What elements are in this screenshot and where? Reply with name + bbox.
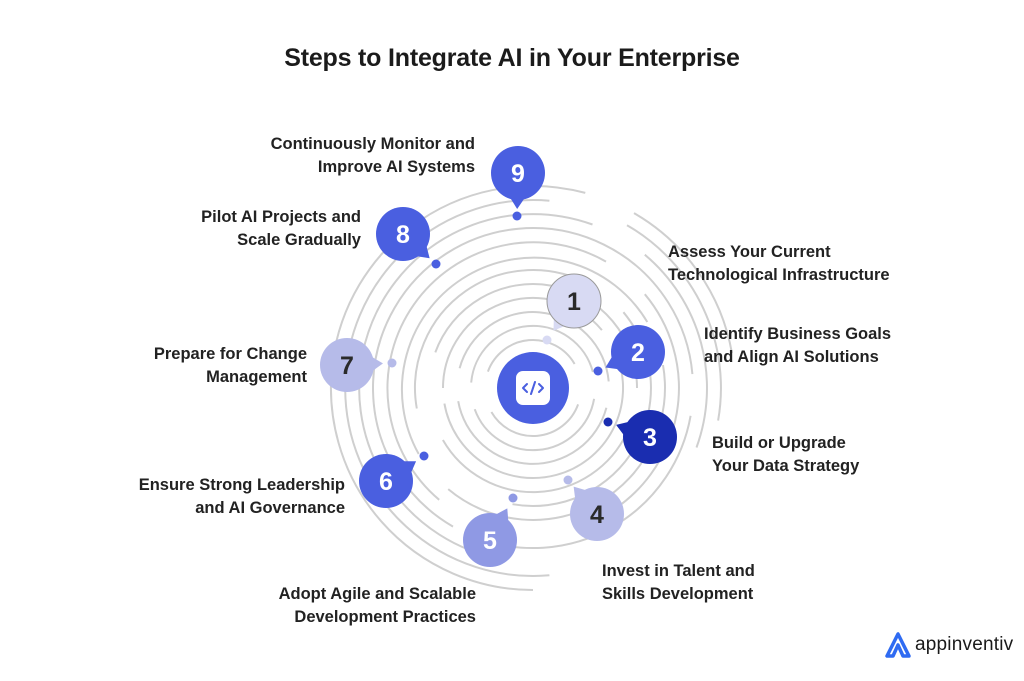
step-bubble bbox=[463, 513, 517, 567]
ring-arc bbox=[470, 324, 594, 383]
step-bubble bbox=[320, 338, 374, 392]
step-label-line: Improve AI Systems bbox=[317, 158, 475, 176]
step-number: 4 bbox=[590, 501, 604, 529]
ring-arc bbox=[633, 212, 733, 354]
ring-arc bbox=[372, 227, 694, 528]
step-marker-1: 1 bbox=[542, 273, 602, 345]
step-label-line: Identify Business Goals bbox=[704, 325, 892, 343]
step-label-line: and AI Governance bbox=[195, 499, 345, 517]
step-number: 9 bbox=[511, 160, 525, 188]
step-label-line: Technological Infrastructure bbox=[668, 266, 890, 284]
step-label-line: Invest in Talent and bbox=[602, 562, 755, 580]
step-label-line: Build or Upgrade bbox=[712, 434, 846, 452]
step-marker-3: 3 bbox=[603, 410, 677, 464]
step-dot bbox=[512, 211, 522, 221]
step-marker-6: 6 bbox=[359, 451, 429, 508]
step-marker-2: 2 bbox=[593, 325, 665, 379]
ring-arc bbox=[358, 213, 593, 561]
step-label-line: Ensure Strong Leadership bbox=[138, 476, 345, 494]
step-bubble bbox=[491, 146, 545, 200]
step-number: 2 bbox=[631, 339, 645, 367]
step-label-line: Management bbox=[206, 368, 307, 386]
step-dot bbox=[508, 493, 518, 503]
step-dot bbox=[603, 417, 613, 427]
ring-arc bbox=[644, 253, 708, 448]
step-marker-5: 5 bbox=[463, 493, 518, 567]
code-icon bbox=[522, 381, 544, 395]
step-marker-9: 9 bbox=[491, 146, 545, 221]
logo-text: appinventiv bbox=[915, 634, 1014, 655]
page-title: Steps to Integrate AI in Your Enterprise bbox=[284, 44, 740, 72]
step-label-line: and Align AI Solutions bbox=[704, 348, 879, 366]
ring-arc bbox=[473, 398, 596, 452]
step-dot bbox=[419, 451, 429, 461]
step-label-2: Identify Business Goals and Align AI Solu… bbox=[704, 323, 891, 369]
step-label-line: Adopt Agile and Scalable bbox=[278, 585, 476, 603]
step-number: 5 bbox=[483, 527, 497, 555]
step-dot bbox=[593, 366, 603, 376]
brand-logo: appinventiv bbox=[884, 632, 1013, 658]
step-bubble bbox=[359, 454, 413, 508]
step-dot bbox=[387, 358, 397, 368]
step-label-line: Scale Gradually bbox=[237, 231, 361, 249]
spiral-rings bbox=[329, 185, 733, 591]
ring-arc bbox=[626, 224, 722, 421]
step-bubble bbox=[611, 325, 665, 379]
step-label-line: Your Data Strategy bbox=[712, 457, 860, 475]
ring-arc bbox=[486, 338, 576, 372]
step-label-line: Continuously Monitor and bbox=[270, 135, 475, 153]
ring-arc bbox=[605, 293, 680, 516]
step-number: 6 bbox=[379, 468, 393, 496]
ring-arc bbox=[414, 268, 593, 409]
step-dot bbox=[431, 259, 441, 269]
ring-arc bbox=[490, 404, 580, 438]
step-bubble bbox=[623, 410, 677, 464]
step-dot bbox=[563, 475, 573, 485]
step-number: 3 bbox=[643, 424, 657, 452]
step-label-line: Development Practices bbox=[294, 608, 476, 626]
ring-arc bbox=[457, 401, 608, 465]
step-bubble bbox=[376, 207, 430, 261]
step-marker-7: 7 bbox=[320, 338, 397, 392]
appinventiv-logo-icon bbox=[885, 632, 911, 658]
step-label-line: Prepare for Change bbox=[153, 345, 307, 363]
ring-arc bbox=[458, 311, 610, 382]
step-markers: 1 2 3 4 5 6 7 8 9 bbox=[320, 146, 677, 567]
step-label-line: Assess Your Current bbox=[668, 243, 831, 261]
center-hub bbox=[497, 352, 569, 424]
step-number: 7 bbox=[340, 352, 354, 380]
step-number: 8 bbox=[396, 221, 410, 249]
step-label-6: Ensure Strong Leadership and AI Governanc… bbox=[139, 474, 345, 520]
step-dot bbox=[542, 335, 552, 345]
step-number: 1 bbox=[567, 288, 581, 316]
step-label-line: Pilot AI Projects and bbox=[201, 208, 361, 226]
ring-arc bbox=[400, 256, 649, 455]
step-label-line: Skills Development bbox=[602, 585, 754, 603]
ring-arc bbox=[386, 241, 607, 501]
step-bubble bbox=[546, 273, 602, 329]
ring-arc bbox=[443, 356, 625, 480]
step-marker-8: 8 bbox=[376, 207, 441, 269]
ring-arc bbox=[442, 431, 629, 494]
step-bubble bbox=[570, 487, 624, 541]
step-marker-4: 4 bbox=[563, 475, 624, 541]
